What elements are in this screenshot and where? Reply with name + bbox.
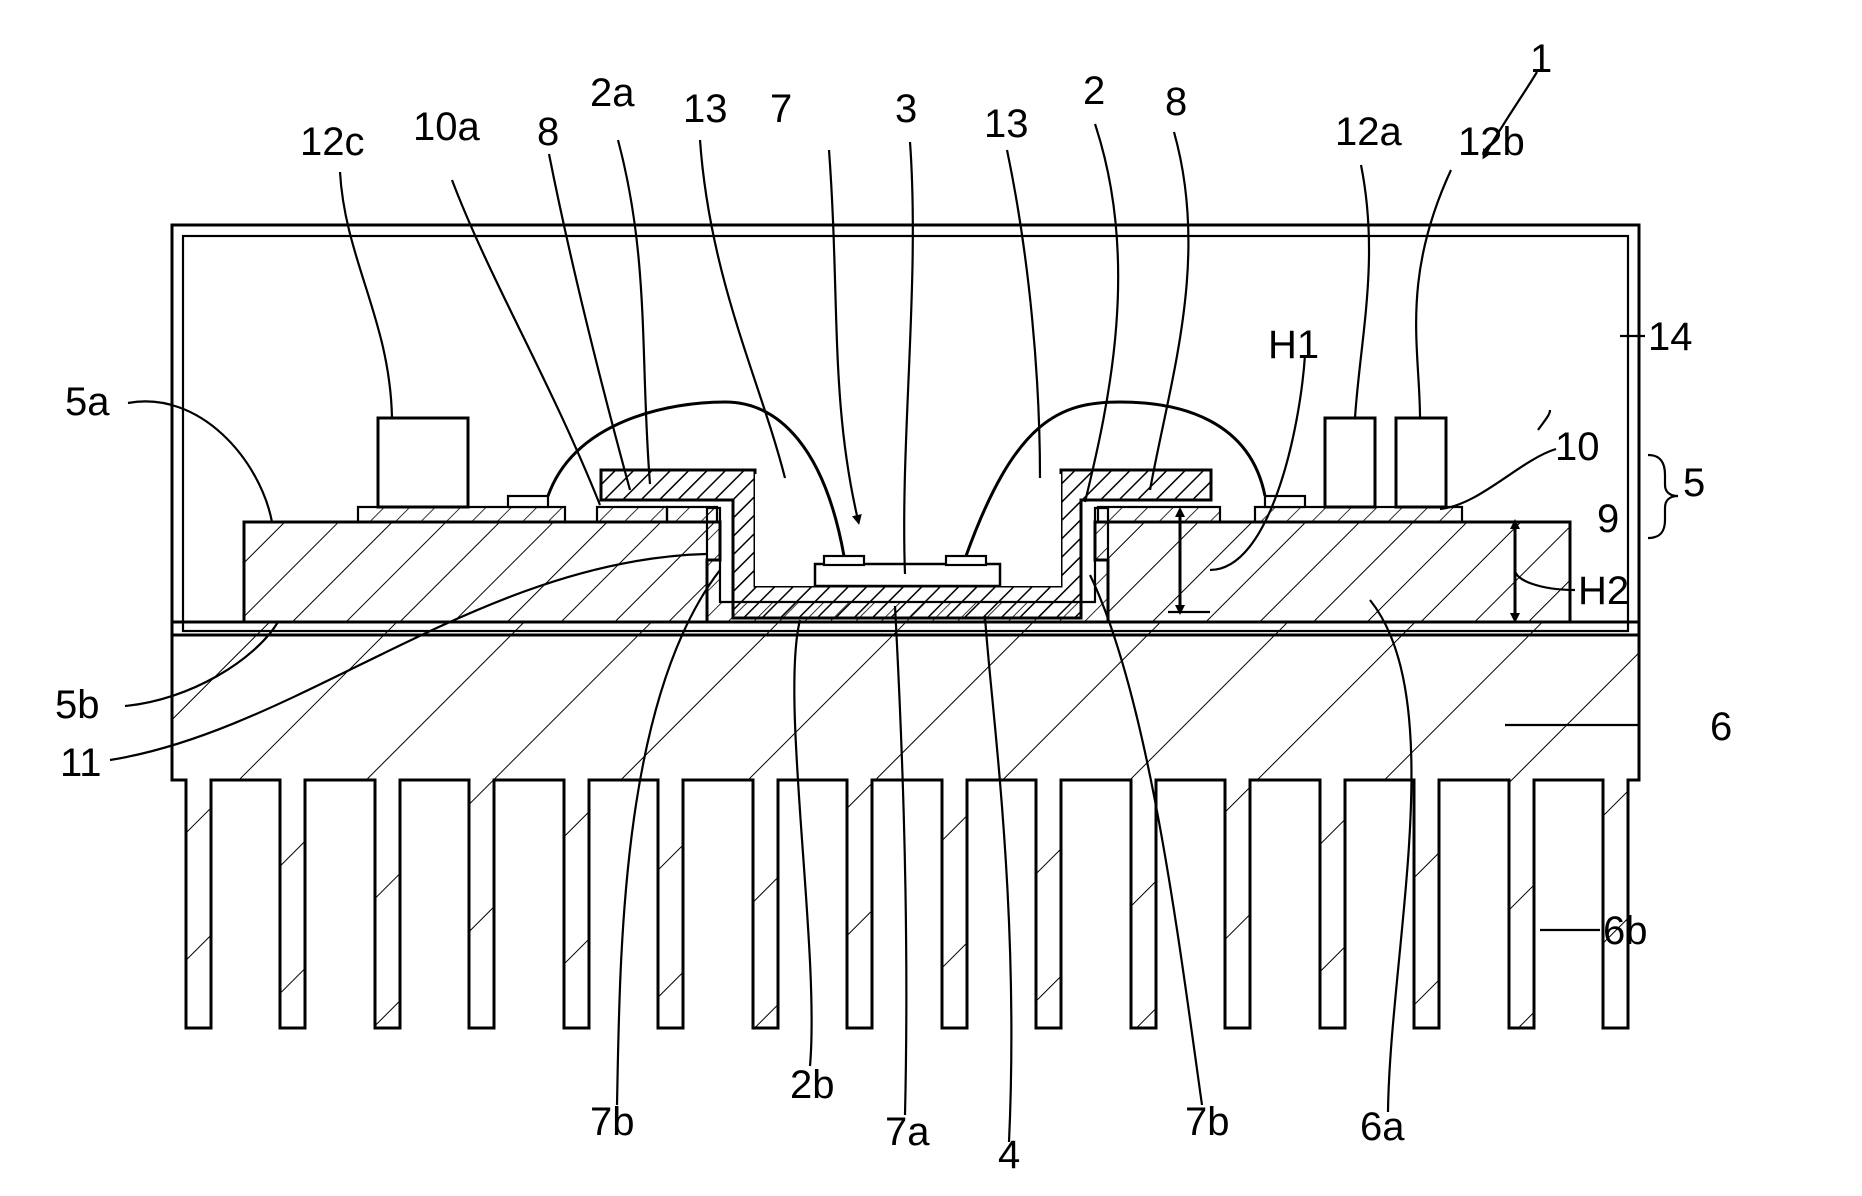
label-recess-wall-left: 7b [590, 1100, 635, 1144]
label-core-layer: 9 [1597, 497, 1619, 541]
label-wire-left: 13 [683, 87, 728, 131]
label-package-bottom: 2b [790, 1063, 835, 1107]
label-package: 2 [1083, 69, 1105, 113]
label-case: 14 [1648, 315, 1693, 359]
label-package-flange: 2a [590, 71, 635, 115]
label-recess-bottom: 7a [885, 1110, 930, 1154]
label-height-1: H1 [1268, 323, 1319, 367]
label-component-b: 12b [1458, 120, 1525, 164]
label-substrate: 5 [1683, 461, 1705, 505]
label-bottom-layer: 4 [998, 1133, 1020, 1177]
label-recess-wall-right: 7b [1185, 1100, 1230, 1144]
label-device: 1 [1530, 37, 1552, 81]
substrate-brace [1648, 455, 1678, 538]
label-pad-right: 8 [1165, 80, 1187, 124]
label-component-a: 12a [1335, 110, 1402, 154]
label-component-c: 12c [300, 120, 365, 164]
label-bonding-layer: 11 [60, 741, 102, 785]
label-heat-sink-top: 6a [1360, 1105, 1405, 1149]
label-substrate-top: 5a [65, 380, 110, 424]
label-recess: 7 [770, 87, 792, 131]
label-fins: 6b [1603, 909, 1648, 953]
label-heat-sink: 6 [1710, 705, 1732, 749]
label-pad-left: 8 [537, 110, 559, 154]
label-wiring-pattern: 10a [413, 105, 480, 149]
label-chip: 3 [895, 87, 917, 131]
label-wire-right: 13 [984, 102, 1029, 146]
label-substrate-bottom: 5b [55, 683, 100, 727]
label-height-2: H2 [1578, 569, 1629, 613]
label-wiring-layer: 10 [1555, 425, 1600, 469]
recess-arrow [829, 150, 858, 520]
